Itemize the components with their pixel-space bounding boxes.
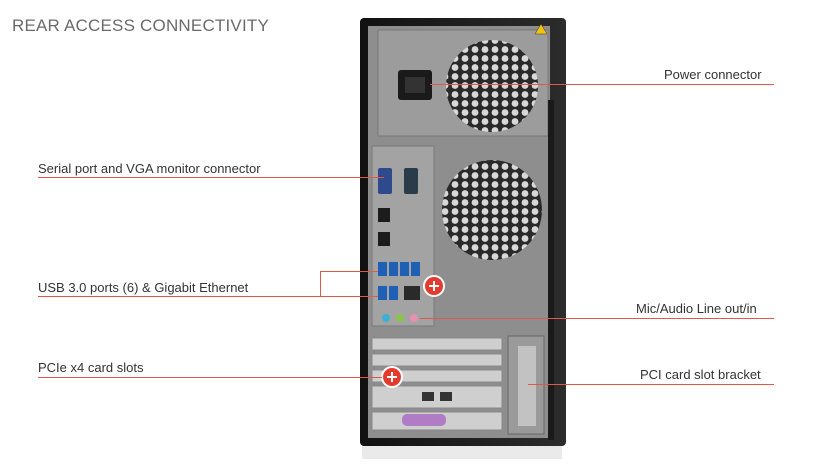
expansion-slots [371,337,503,431]
callout-line [320,296,378,297]
audio-jack-pink [410,314,418,322]
callout-pcie: PCIe x4 card slots [38,360,144,375]
psu-fan-grille [446,40,538,132]
displayport [378,208,390,222]
callout-line [38,177,384,178]
callout-line [38,377,382,378]
floor-shadow [362,445,562,459]
warning-icon [534,23,548,35]
callout-pci-bracket: PCI card slot bracket [640,367,761,382]
callout-line [528,384,774,385]
callout-power-connector: Power connector [664,67,762,82]
plus-icon[interactable] [381,366,403,388]
audio-jack-blue [382,314,390,322]
callout-serial-vga: Serial port and VGA monitor connector [38,161,261,176]
displayport [378,232,390,246]
system-fan-grille [442,160,542,260]
callout-line [430,84,774,85]
page-title: REAR ACCESS CONNECTIVITY [12,16,270,35]
callout-mic-audio: Mic/Audio Line out/in [636,301,757,316]
audio-jack-green [396,314,404,322]
callout-line [420,318,774,319]
plus-icon[interactable] [423,275,445,297]
callout-line [320,271,378,272]
callout-line [320,271,321,297]
serial-port [404,168,418,194]
ethernet-port [404,286,420,300]
callout-line [38,296,320,297]
vga-port [378,168,392,194]
callout-usb-ethernet: USB 3.0 ports (6) & Gigabit Ethernet [38,280,249,295]
usb-ports [378,262,420,300]
